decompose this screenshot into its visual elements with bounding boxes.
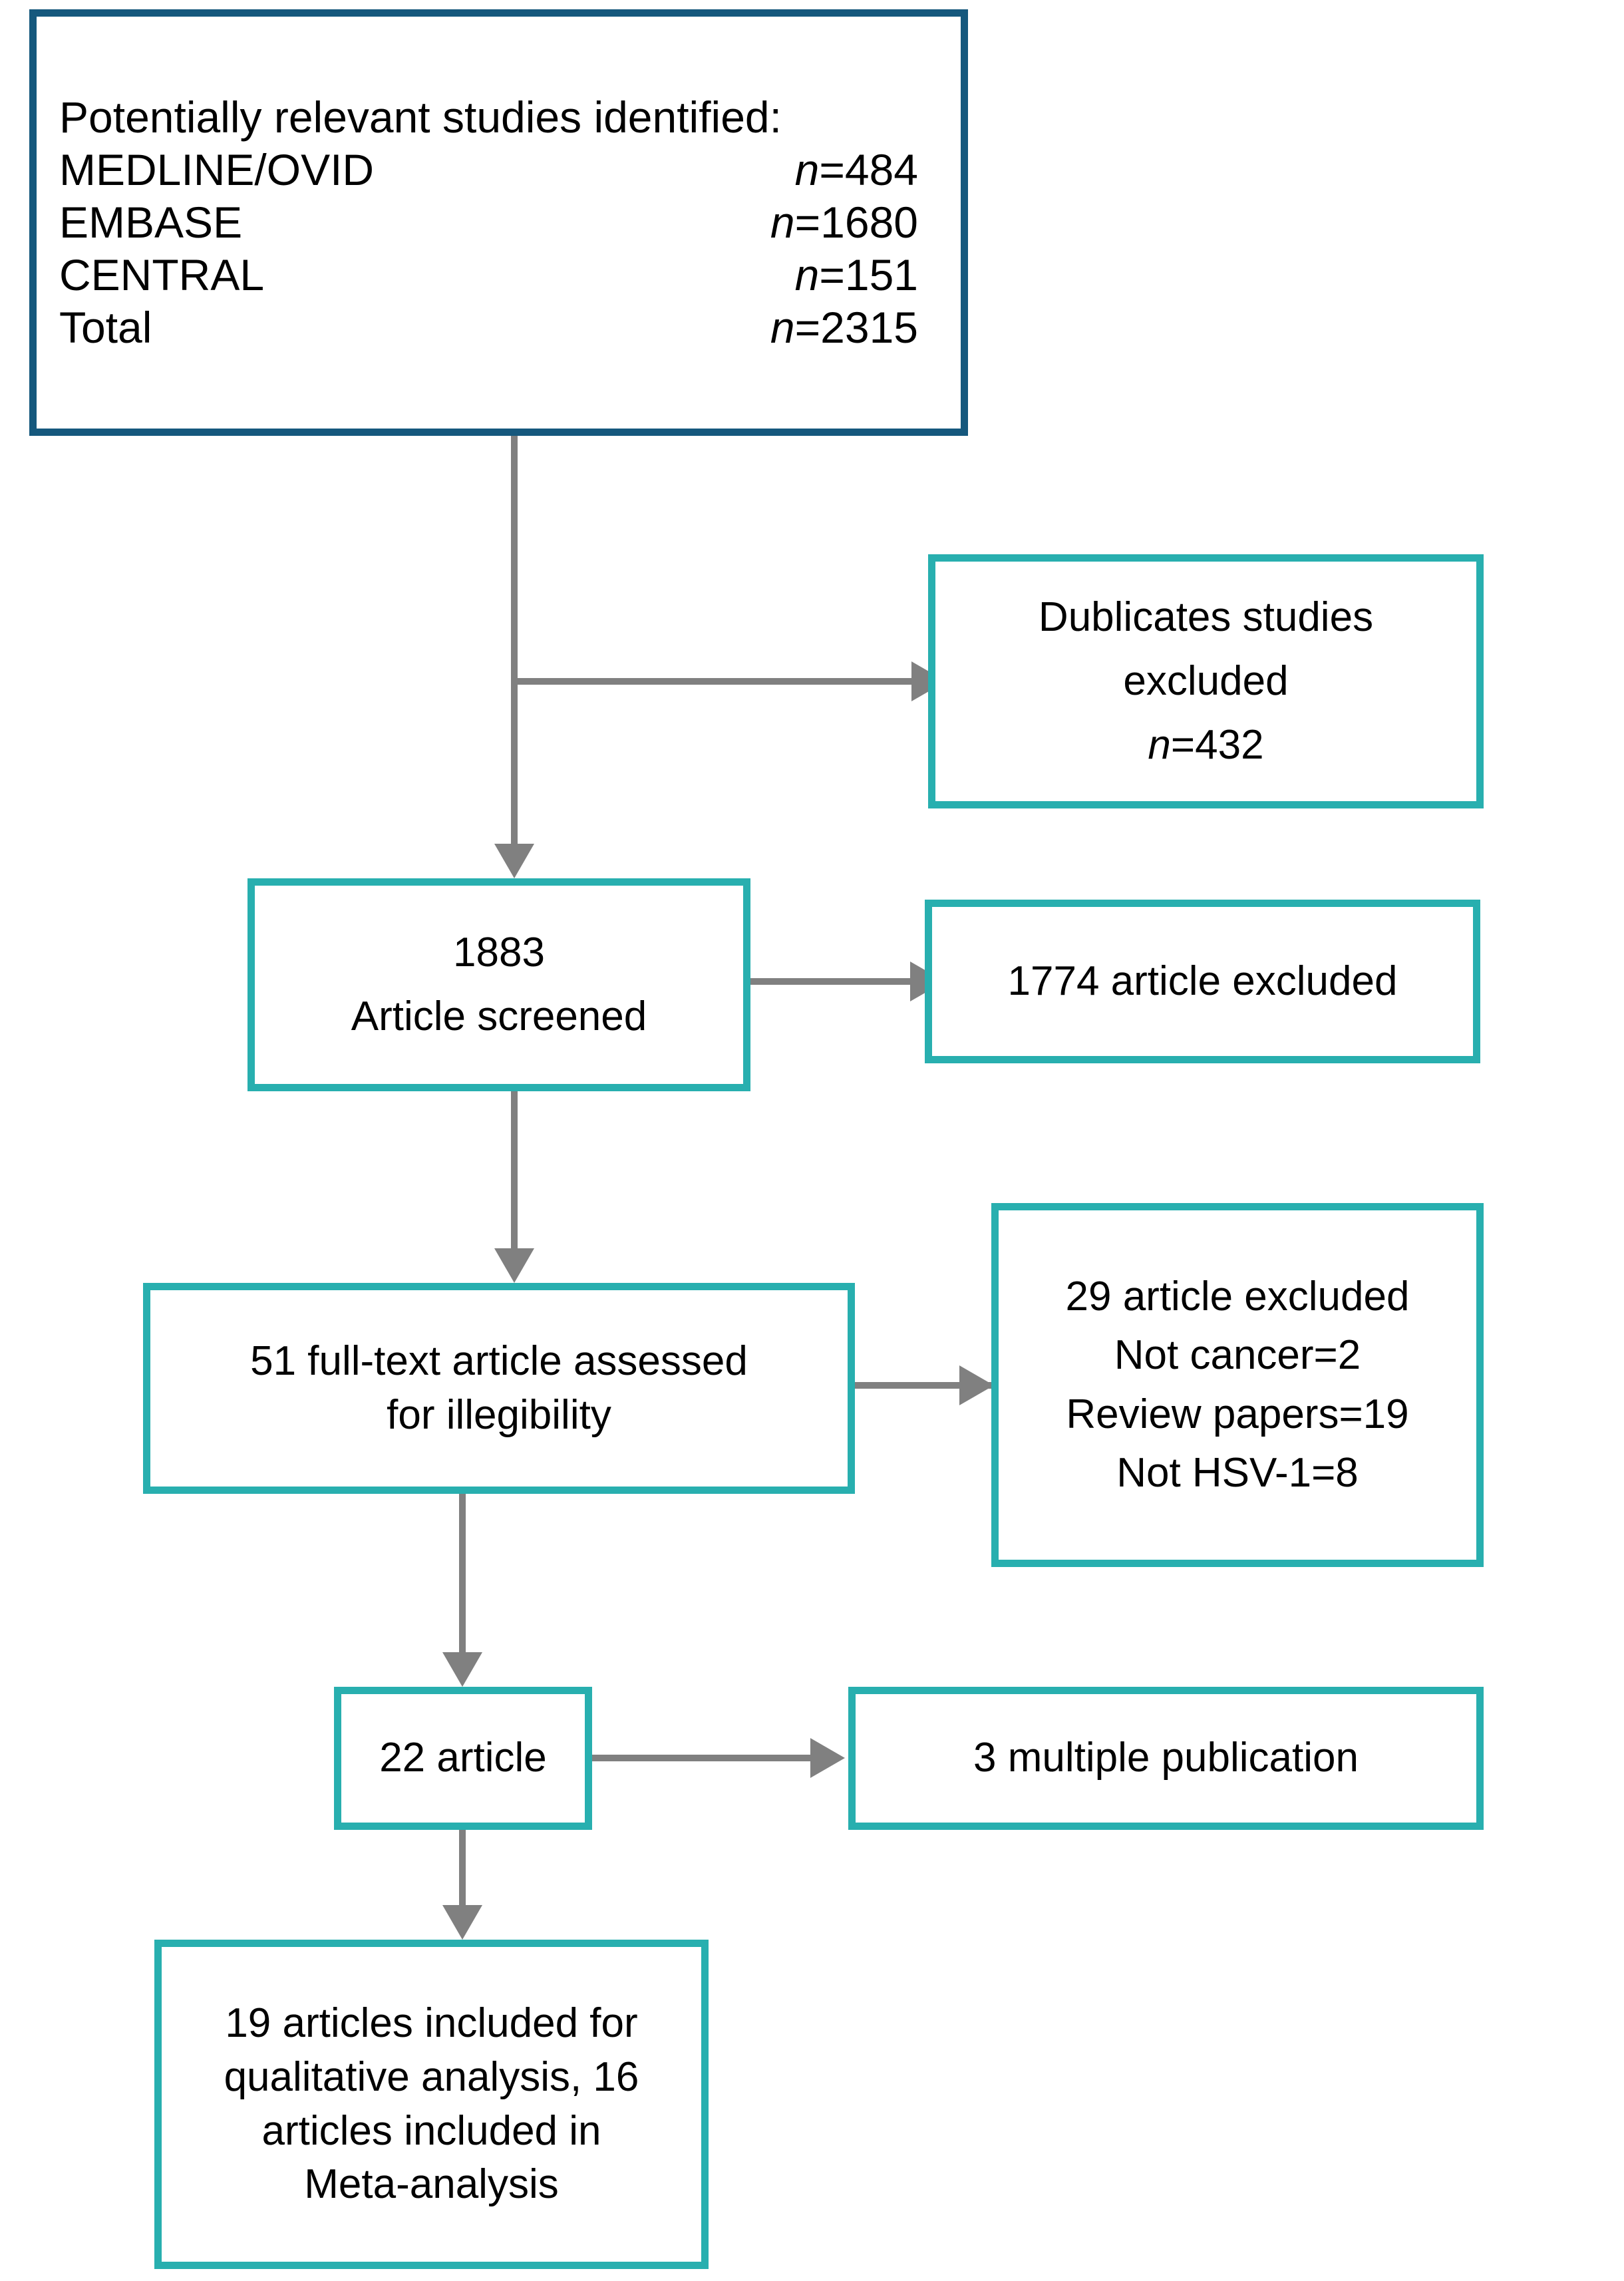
identification-source-label: EMBASE xyxy=(59,197,243,247)
connector-screened-to-excluded xyxy=(750,978,919,985)
arrowhead-to-screened xyxy=(494,844,534,878)
arrowhead-to-eligible xyxy=(442,1652,482,1687)
node-eligible-articles: 22 article xyxy=(334,1687,592,1830)
duplicates-count: n=432 xyxy=(935,713,1476,777)
identification-source-count: n=2315 xyxy=(770,301,918,354)
identification-source-label: MEDLINE/OVID xyxy=(59,144,375,194)
identification-count-value: =151 xyxy=(819,250,918,300)
connector-identification-to-screened xyxy=(511,436,518,844)
fulltext-excluded-reason-not-hsv1: Not HSV-1=8 xyxy=(1116,1449,1359,1496)
identification-row: MEDLINE/OVID n=484 xyxy=(37,144,961,196)
fulltext-excluded-reason-not-cancer: Not cancer=2 xyxy=(1114,1332,1361,1379)
italic-n: n xyxy=(1148,722,1171,769)
node-identification: Potentially relevant studies identified:… xyxy=(29,9,968,436)
fulltext-excluded-line-1: 29 article excluded xyxy=(1065,1274,1410,1320)
arrowhead-to-fulltext xyxy=(494,1248,534,1283)
italic-n: n xyxy=(794,144,820,194)
node-duplicates-excluded: Dublicates studies excluded n=432 xyxy=(928,554,1484,808)
duplicates-line-2: excluded xyxy=(1123,657,1289,704)
arrowhead-to-fulltext-excluded xyxy=(959,1365,994,1405)
identification-source-label: Total xyxy=(59,303,152,353)
identification-count-value: =484 xyxy=(819,144,918,194)
identification-title: Potentially relevant studies identified: xyxy=(59,92,782,142)
screened-count: 1883 xyxy=(453,929,545,975)
identification-source-count: n=1680 xyxy=(770,196,918,249)
fulltext-assessed-line-2: for illegibility xyxy=(387,1391,611,1438)
identification-count-value: =2315 xyxy=(794,303,918,353)
node-article-screened: 1883 Article screened xyxy=(247,878,750,1091)
identification-row: Total n=2315 xyxy=(37,301,961,354)
italic-n: n xyxy=(770,303,795,353)
fulltext-assessed-line-1: 51 full-text article assessed xyxy=(250,1337,748,1384)
connector-fulltext-to-excluded xyxy=(855,1382,991,1389)
fulltext-excluded-reason-review-papers: Review papers=19 xyxy=(1066,1391,1409,1437)
connector-screened-to-fulltext xyxy=(511,1091,518,1250)
italic-n: n xyxy=(794,250,820,300)
arrowhead-to-multiple-publication xyxy=(810,1738,845,1778)
node-screen-excluded: 1774 article excluded xyxy=(925,900,1480,1063)
connector-identification-to-duplicates xyxy=(511,678,920,685)
screened-label: Article screened xyxy=(351,993,647,1039)
node-multiple-publication: 3 multiple publication xyxy=(848,1687,1484,1830)
identification-source-count: n=151 xyxy=(795,249,918,301)
duplicates-line-1: Dublicates studies xyxy=(1038,594,1374,640)
connector-eligible-to-multiple xyxy=(592,1755,812,1761)
node-fulltext-excluded: 29 article excluded Not cancer=2 Review … xyxy=(991,1203,1484,1567)
included-line-3: articles included in xyxy=(261,2107,601,2154)
included-line-1: 19 articles included for xyxy=(225,2000,638,2047)
node-included: 19 articles included for qualitative ana… xyxy=(154,1940,709,2269)
included-line-2: qualitative analysis, 16 xyxy=(224,2053,639,2100)
screen-excluded-label: 1774 article excluded xyxy=(1007,958,1398,1004)
eligible-label: 22 article xyxy=(379,1735,547,1781)
identification-count-value: =1680 xyxy=(794,197,918,247)
identification-source-label: CENTRAL xyxy=(59,250,265,300)
duplicates-count-value: =432 xyxy=(1170,722,1264,769)
identification-row: CENTRAL n=151 xyxy=(37,249,961,301)
multiple-publication-label: 3 multiple publication xyxy=(973,1735,1359,1781)
connector-eligible-to-included xyxy=(459,1830,466,1908)
identification-row: EMBASE n=1680 xyxy=(37,196,961,249)
connector-fulltext-to-eligible xyxy=(459,1494,466,1654)
node-fulltext-assessed: 51 full-text article assessed for illegi… xyxy=(143,1283,855,1494)
italic-n: n xyxy=(770,197,795,247)
included-line-4: Meta-analysis xyxy=(304,2161,559,2208)
arrowhead-to-included xyxy=(442,1905,482,1940)
identification-source-count: n=484 xyxy=(795,144,918,196)
